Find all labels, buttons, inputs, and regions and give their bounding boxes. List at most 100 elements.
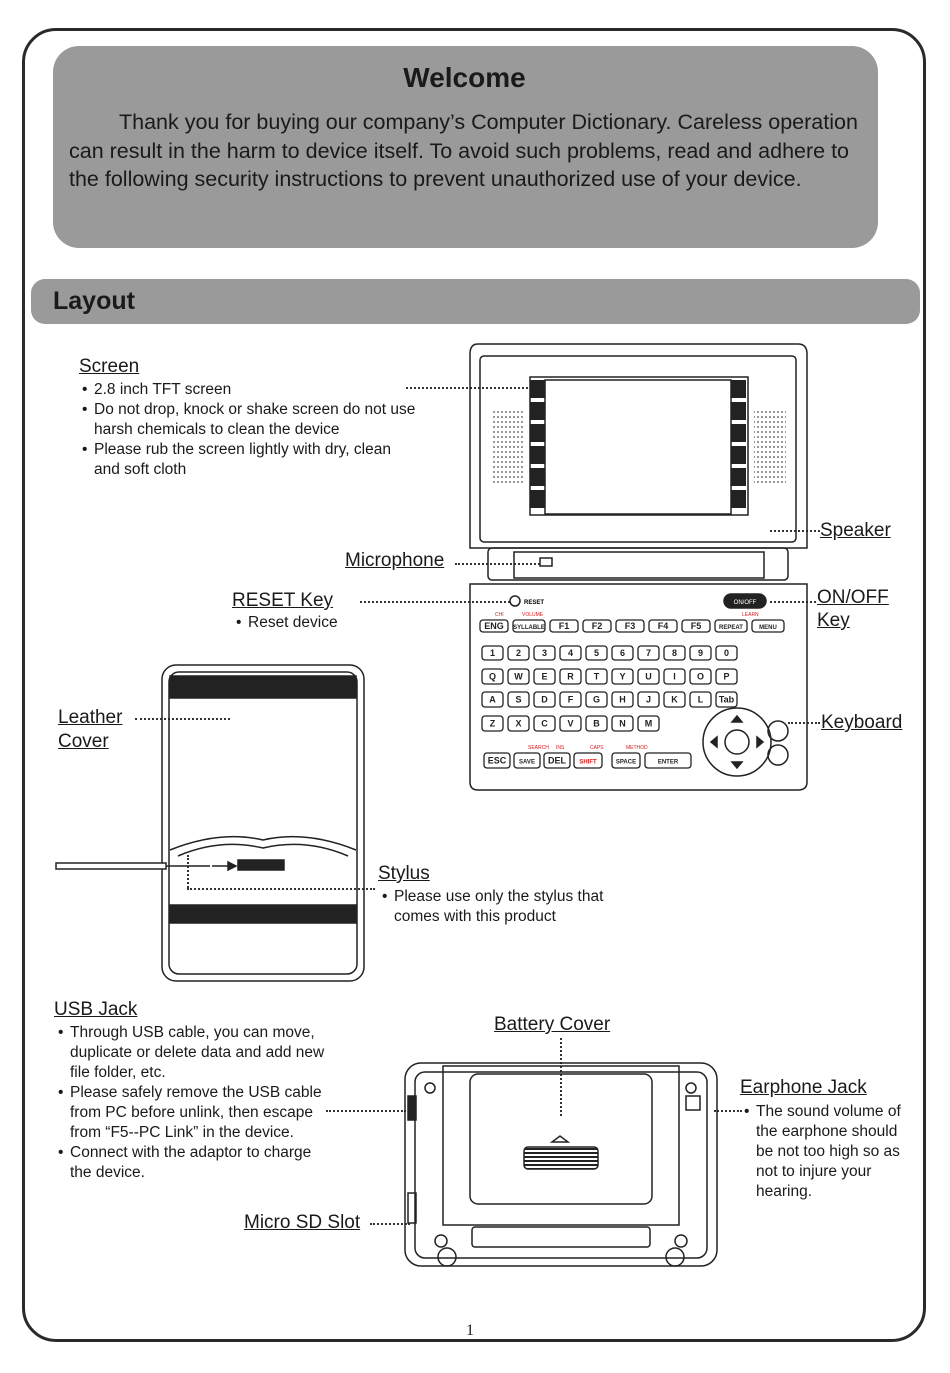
letter-tab-key-label: Tab: [719, 695, 735, 705]
fn-f3-key[interactable]: [615, 619, 645, 633]
letter-p-key-label: P: [723, 672, 729, 682]
letter-tab-key[interactable]: [715, 691, 738, 708]
key-shift-label: CHI: [495, 612, 504, 618]
bottom-esc-key-label: ESC: [488, 756, 507, 766]
fn-f5-key[interactable]: [681, 619, 711, 633]
num-8-key[interactable]: [663, 645, 686, 661]
letter-j-key[interactable]: [637, 691, 660, 708]
earphone-notes: The sound volume of the earphone should …: [744, 1102, 904, 1202]
letter-u-key[interactable]: [637, 668, 660, 685]
key-shift-label: SEARCH: [528, 745, 549, 751]
screen-notes: 2.8 inch TFT screen Do not drop, knock o…: [82, 380, 417, 480]
speaker-grill-left: [491, 408, 523, 483]
letter-c-key-label: C: [541, 719, 548, 729]
direction-pad[interactable]: [702, 707, 789, 777]
letter-t-key[interactable]: [585, 668, 608, 685]
letter-s-key[interactable]: [507, 691, 530, 708]
letter-y-key-label: Y: [619, 672, 625, 682]
battery-cover-label: Battery Cover: [494, 1014, 611, 1035]
fn-repeat-key[interactable]: [714, 619, 748, 633]
fn-f2-key[interactable]: [582, 619, 612, 633]
letter-l-key[interactable]: [689, 691, 712, 708]
letter-i-key[interactable]: [663, 668, 686, 685]
letter-e-key[interactable]: [533, 668, 556, 685]
letter-f-key[interactable]: [559, 691, 582, 708]
screen-side-buttons: [530, 380, 746, 508]
letter-c-key[interactable]: [533, 715, 556, 732]
leather-cover-label-1: Leather: [58, 707, 123, 728]
usb-leader-line: [326, 1110, 406, 1112]
fn-repeat-key-label: REPEAT: [719, 625, 743, 631]
bottom-del-key[interactable]: [543, 752, 571, 769]
speaker-leader-line: [770, 530, 820, 532]
letter-d-key[interactable]: [533, 691, 556, 708]
letter-b-key-label: B: [593, 719, 600, 729]
fn-f1-key[interactable]: [549, 619, 579, 633]
usb-notes: Through USB cable, you can move, duplica…: [58, 1023, 328, 1183]
letter-v-key[interactable]: [559, 715, 582, 732]
fn-f5-key-label: F5: [691, 621, 702, 631]
num-5-key[interactable]: [585, 645, 608, 661]
reset-leader-line: [360, 601, 510, 603]
welcome-body: Thank you for buying our company’s Compu…: [69, 110, 858, 191]
fn-f3-key-label: F3: [625, 621, 636, 631]
letter-x-key-label: X: [515, 719, 521, 729]
layout-section-header: Layout: [31, 279, 920, 324]
letter-a-key[interactable]: [481, 691, 504, 708]
fn-f4-key[interactable]: [648, 619, 678, 633]
num-1-key[interactable]: [481, 645, 504, 661]
microphone-leader-line: [455, 563, 543, 565]
letter-m-key[interactable]: [637, 715, 660, 732]
letter-w-key[interactable]: [507, 668, 530, 685]
letter-k-key[interactable]: [663, 691, 686, 708]
stylus-notes: Please use only the stylus that comes wi…: [382, 887, 637, 927]
num-3-key-label: 3: [542, 648, 547, 658]
layout-title: Layout: [53, 287, 135, 315]
bottom-space-key[interactable]: [611, 752, 641, 769]
bottom-enter-key[interactable]: [644, 752, 692, 769]
screen-leader-line: [406, 387, 576, 389]
letter-m-key-label: M: [645, 719, 653, 729]
usb-note: Through USB cable, you can move, duplica…: [58, 1023, 328, 1083]
earphone-note: The sound volume of the earphone should …: [744, 1102, 904, 1202]
bottom-esc-key[interactable]: [483, 752, 511, 769]
bottom-save-key[interactable]: [513, 752, 541, 769]
num-7-key[interactable]: [637, 645, 660, 661]
screen-note: 2.8 inch TFT screen: [82, 380, 417, 400]
letter-x-key[interactable]: [507, 715, 530, 732]
bottom-del-key-label: DEL: [548, 756, 567, 766]
num-6-key[interactable]: [611, 645, 634, 661]
letter-y-key[interactable]: [611, 668, 634, 685]
num-4-key[interactable]: [559, 645, 582, 661]
letter-p-key[interactable]: [715, 668, 738, 685]
letter-h-key[interactable]: [611, 691, 634, 708]
bottom-shift-key[interactable]: [573, 752, 603, 769]
keyboard-leader-line: [788, 722, 820, 724]
num-4-key-label: 4: [568, 648, 573, 658]
letter-i-key-label: I: [673, 672, 676, 682]
micro-sd-label: Micro SD Slot: [244, 1212, 361, 1233]
fn-syllable-key[interactable]: [512, 619, 546, 633]
letter-z-key[interactable]: [481, 715, 504, 732]
num-9-key[interactable]: [689, 645, 712, 661]
fn-eng-key-label: ENG: [484, 621, 504, 631]
letter-g-key[interactable]: [585, 691, 608, 708]
letter-q-key[interactable]: [481, 668, 504, 685]
fn-menu-key[interactable]: [751, 619, 785, 633]
num-9-key-label: 9: [698, 648, 703, 658]
letter-z-key-label: Z: [490, 719, 496, 729]
letter-b-key[interactable]: [585, 715, 608, 732]
letter-r-key[interactable]: [559, 668, 582, 685]
num-3-key[interactable]: [533, 645, 556, 661]
num-0-key[interactable]: [715, 645, 738, 661]
letter-u-key-label: U: [645, 672, 652, 682]
letter-f-key-label: F: [568, 695, 574, 705]
leather-cover-label-2: Cover: [58, 731, 109, 752]
letter-n-key[interactable]: [611, 715, 634, 732]
letter-o-key[interactable]: [689, 668, 712, 685]
fn-eng-key[interactable]: [479, 619, 509, 633]
letter-n-key-label: N: [619, 719, 626, 729]
num-2-key[interactable]: [507, 645, 530, 661]
keyboard-label: Keyboard: [821, 712, 903, 733]
